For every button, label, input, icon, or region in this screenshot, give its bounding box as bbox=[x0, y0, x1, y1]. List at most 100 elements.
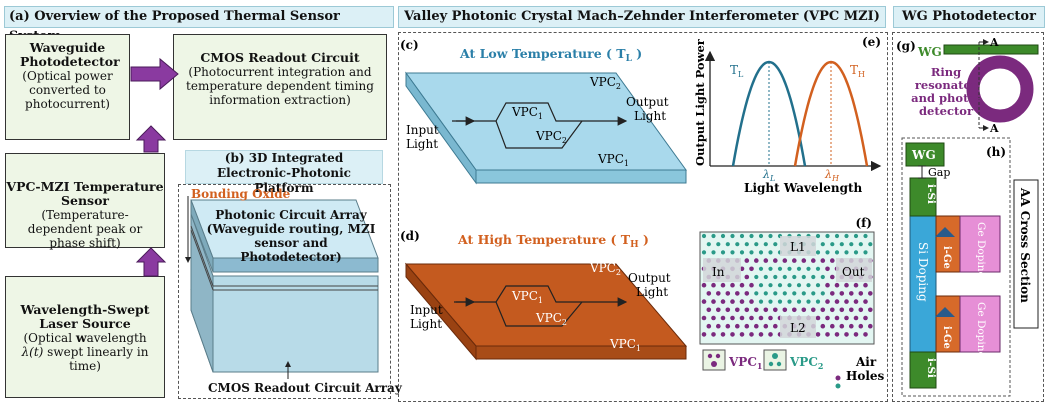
purple-arrow-right-icon bbox=[130, 57, 179, 91]
air-hole bbox=[825, 250, 830, 255]
photodetector-box: Waveguide Photodetector (Optical power c… bbox=[5, 34, 130, 140]
high-temp-slab bbox=[404, 262, 688, 361]
air-hole bbox=[706, 323, 712, 329]
air-hole bbox=[758, 233, 764, 239]
air-hole bbox=[811, 258, 816, 263]
label-g: (g) bbox=[896, 39, 916, 53]
vpc-mzi-panel bbox=[398, 32, 888, 402]
air-hole bbox=[749, 332, 754, 337]
air-hole bbox=[763, 242, 768, 247]
air-hole bbox=[758, 332, 764, 337]
air-hole bbox=[811, 291, 816, 296]
air-hole bbox=[735, 323, 740, 329]
air-hole bbox=[792, 258, 797, 263]
air-hole bbox=[820, 323, 826, 329]
air-hole bbox=[773, 274, 778, 280]
wg-photodetector-panel bbox=[892, 32, 1044, 402]
in-label: In bbox=[712, 265, 725, 279]
air-hole bbox=[858, 323, 864, 329]
air-hole bbox=[720, 250, 726, 255]
air-hole bbox=[749, 282, 754, 288]
air-hole bbox=[768, 266, 773, 271]
air-hole bbox=[834, 315, 840, 321]
air-hole bbox=[820, 307, 826, 313]
label-c: (c) bbox=[400, 38, 419, 52]
air-hole bbox=[815, 283, 821, 288]
air-hole bbox=[744, 274, 750, 280]
spectrum-ylabel: Output Light Power bbox=[693, 38, 707, 166]
ige-label-1: i-Ge bbox=[941, 246, 952, 269]
laser-desc-part1: (Optical bbox=[23, 331, 76, 345]
air-hole bbox=[768, 299, 773, 304]
air-hole bbox=[815, 315, 821, 321]
air-hole bbox=[868, 323, 873, 329]
air-hole bbox=[735, 291, 740, 296]
air-hole bbox=[744, 291, 750, 296]
air-hole bbox=[792, 291, 797, 296]
air-hole bbox=[735, 307, 740, 313]
air-hole bbox=[849, 307, 854, 313]
air-hole bbox=[773, 323, 778, 329]
air-hole bbox=[787, 299, 792, 304]
air-hole bbox=[716, 242, 721, 247]
air-hole bbox=[863, 315, 868, 321]
air-hole bbox=[768, 250, 773, 255]
air-hole bbox=[711, 332, 716, 337]
air-hole bbox=[834, 250, 840, 255]
air-hole bbox=[754, 258, 759, 263]
air-hole bbox=[830, 258, 835, 263]
air-hole bbox=[868, 307, 873, 313]
air-hole bbox=[735, 242, 740, 247]
vpc2-inner-high: VPC2 bbox=[535, 311, 567, 327]
air-hole bbox=[834, 332, 840, 337]
laser-desc: (Optical wavelength λ(t) swept linearly … bbox=[6, 331, 164, 374]
air-hole bbox=[806, 266, 811, 271]
air-hole bbox=[739, 315, 745, 321]
air-hole bbox=[858, 242, 863, 247]
air-hole bbox=[853, 332, 859, 337]
aa-cross-section-label: AA Cross Section bbox=[1018, 187, 1032, 303]
air-hole bbox=[711, 315, 716, 321]
air-hole bbox=[744, 242, 749, 247]
vpc1-corner-low: VPC1 bbox=[597, 152, 629, 168]
air-hole bbox=[773, 258, 778, 263]
label-d: (d) bbox=[400, 229, 420, 243]
mzi-title: VPC-MZI Temperature Sensor bbox=[6, 179, 164, 208]
air-hole bbox=[758, 299, 764, 304]
air-hole bbox=[863, 282, 868, 288]
spectrum-xlabel: Light Wavelength bbox=[744, 181, 863, 195]
air-hole bbox=[839, 291, 845, 296]
air-hole bbox=[839, 307, 845, 313]
air-hole bbox=[720, 332, 726, 337]
overview-header: (a) Overview of the Proposed Thermal Sen… bbox=[4, 6, 394, 44]
air-hole bbox=[782, 274, 787, 280]
air-hole bbox=[744, 258, 750, 263]
air-hole bbox=[806, 299, 811, 304]
label-h: (h) bbox=[986, 145, 1006, 159]
wg-photodetector-header: WG Photodetector bbox=[893, 6, 1045, 28]
air-hole bbox=[711, 233, 716, 239]
air-hole bbox=[739, 332, 745, 337]
ring-resonator-drawing bbox=[943, 39, 1039, 131]
air-hole bbox=[744, 307, 750, 313]
cmos-readout-box: CMOS Readout Circuit (Photocurrent integ… bbox=[173, 34, 387, 140]
air-hole bbox=[773, 307, 778, 313]
air-hole bbox=[749, 315, 754, 321]
air-hole bbox=[706, 242, 711, 247]
th-curve-label: TH bbox=[850, 63, 865, 79]
photonic-array-label: Photonic Circuit Array (Waveguide routin… bbox=[206, 208, 376, 264]
air-hole bbox=[844, 282, 849, 288]
laser-desc-lambda: λ(t) bbox=[21, 345, 44, 359]
air-hole bbox=[792, 307, 797, 313]
air-hole bbox=[754, 274, 759, 280]
air-hole bbox=[844, 332, 849, 337]
air-hole bbox=[711, 250, 716, 255]
air-hole bbox=[720, 299, 726, 304]
bonding-oxide-label: Bonding Oxide bbox=[191, 187, 291, 201]
vpc2-corner-high: VPC2 bbox=[589, 261, 621, 277]
air-hole bbox=[730, 233, 735, 239]
air-hole bbox=[768, 332, 773, 337]
